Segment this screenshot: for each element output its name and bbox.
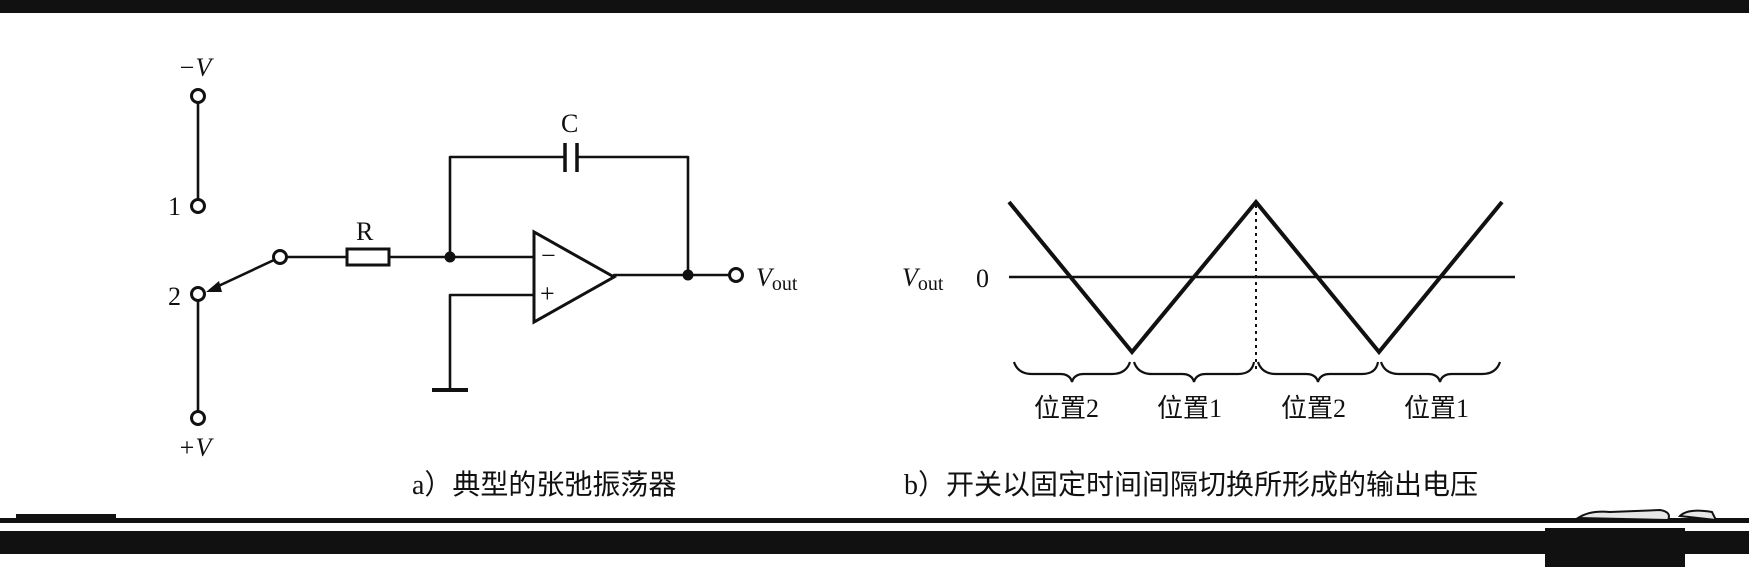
waveform-diagram: Vout 0 位置2 位置1 位置2 位置1 b）开关以固定时间间隔切换所形成的… bbox=[902, 198, 1515, 501]
page-corner-decoration bbox=[1574, 508, 1718, 522]
wire-plus-to-ground bbox=[448, 293, 536, 392]
node1-terminal bbox=[190, 198, 206, 214]
top-border-bar bbox=[0, 0, 1749, 13]
circuit-diagram: −V 1 2 +V R C − + bbox=[168, 53, 798, 501]
circuit-vout-label: Vout bbox=[756, 263, 798, 295]
segment-brace bbox=[1132, 361, 1256, 383]
pos-v-terminal bbox=[190, 410, 206, 426]
node2-terminal bbox=[190, 286, 206, 302]
vout-terminal bbox=[728, 267, 744, 283]
bottom-left-tab bbox=[16, 514, 116, 522]
feedback-wire-left bbox=[448, 155, 565, 259]
segment-label: 位置1 bbox=[1404, 394, 1469, 423]
feedback-wire-right bbox=[577, 155, 690, 277]
node1-label: 1 bbox=[168, 192, 181, 221]
triangle-wave bbox=[1007, 198, 1504, 356]
opamp-minus-label: − bbox=[541, 241, 556, 270]
opamp-triangle bbox=[532, 229, 618, 325]
resistor-label: R bbox=[356, 217, 374, 246]
segment-brace bbox=[1012, 361, 1132, 383]
bottom-border-thick bbox=[0, 531, 1749, 554]
caption-b: b）开关以固定时间间隔切换所形成的输出电压 bbox=[904, 469, 1478, 501]
segment-label: 位置2 bbox=[1281, 394, 1346, 423]
neg-v-terminal bbox=[190, 88, 206, 104]
neg-v-label: −V bbox=[178, 53, 215, 82]
pos-v-label: +V bbox=[178, 433, 215, 462]
segment-label: 位置2 bbox=[1034, 394, 1099, 423]
switch-blade bbox=[210, 258, 276, 291]
capacitor-label: C bbox=[561, 109, 578, 138]
switch-pivot-terminal bbox=[272, 249, 288, 265]
bottom-border-thin bbox=[0, 518, 1749, 523]
bottom-right-tab bbox=[1545, 528, 1685, 567]
resistor-r bbox=[345, 247, 391, 267]
switch-arrow-icon bbox=[206, 281, 222, 292]
output-junction-dot bbox=[682, 269, 694, 281]
segment-brace bbox=[1256, 361, 1380, 383]
caption-a: a）典型的张弛振荡器 bbox=[412, 469, 676, 501]
segment-braces bbox=[1012, 361, 1502, 383]
waveform-vout-label: Vout bbox=[902, 263, 944, 295]
node2-label: 2 bbox=[168, 282, 181, 311]
segment-brace bbox=[1379, 361, 1502, 383]
segment-label: 位置1 bbox=[1157, 394, 1222, 423]
zero-level-label: 0 bbox=[976, 264, 989, 293]
opamp-plus-label: + bbox=[540, 279, 555, 308]
